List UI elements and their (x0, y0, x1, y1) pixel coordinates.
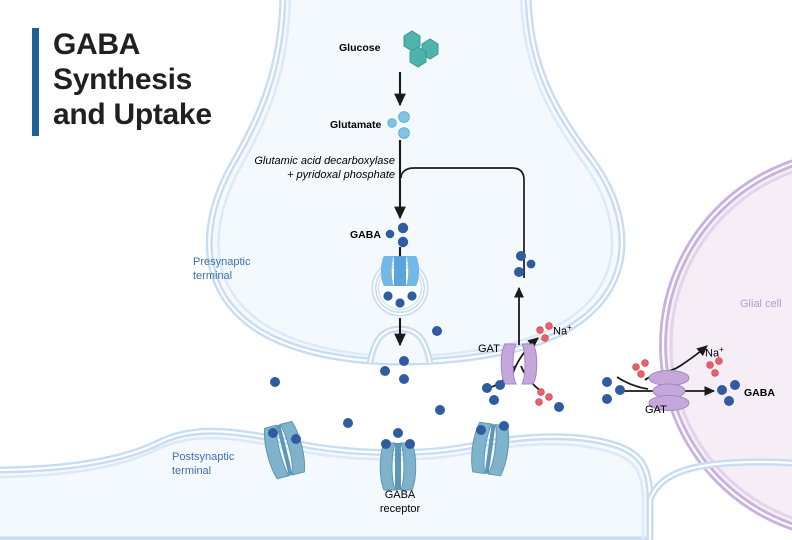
sodium-glial-inside-group (706, 357, 723, 377)
label-glial-cell: Glial cell (740, 298, 782, 310)
sodium-charge-superscript: + (567, 323, 572, 332)
gaba-dot (554, 402, 564, 412)
gaba-cleft-scatter-group (270, 326, 564, 438)
gat-transporter-glial-icon (648, 370, 690, 411)
arrow-glial-na-source (616, 376, 649, 390)
gaba-dot (343, 418, 353, 428)
gaba-dot (435, 405, 445, 415)
gaba-dot (432, 326, 442, 336)
gaba-receptor-left (263, 420, 306, 480)
gaba-dot (399, 356, 409, 366)
glial-cell-membrane-inner-line (661, 162, 792, 528)
label-sodium-glial: Na+ (705, 345, 724, 360)
vesicle-gaba-dot (407, 291, 417, 301)
gaba-receptor-center (379, 442, 417, 491)
sodium-cleft-group (535, 388, 553, 406)
glial-cell-membrane-highlight (669, 170, 792, 520)
label-gaba-glial: GABA (744, 387, 775, 399)
gaba-cleft-left-group (482, 380, 505, 405)
glutamate-molecule-group (387, 111, 410, 139)
vesicle-gaba-dot (395, 298, 405, 308)
glucose-molecule-group (403, 30, 439, 68)
label-gat-presynaptic: GAT (478, 343, 500, 355)
gaba-bound-dot (291, 434, 301, 444)
label-gaba-receptor: GABA receptor (379, 489, 421, 515)
label-glutamate: Glutamate (330, 119, 382, 131)
postsynaptic-membrane-path (0, 430, 652, 540)
sodium-glial-outside-group (632, 359, 649, 378)
arrow-gaba-recycle-path (400, 167, 525, 278)
label-glucose: Glucose (339, 42, 381, 54)
gaba-dot (399, 374, 409, 384)
gaba-bound-dot (381, 439, 391, 449)
title-accent-bar (32, 28, 39, 136)
label-postsynaptic-terminal: Postsynaptic terminal (172, 451, 235, 477)
label-gat-glial: GAT (645, 404, 667, 416)
label-enzyme: Glutamic acid decarboxylase + pyridoxal … (254, 155, 395, 181)
gaba-glial-approach-group (602, 377, 625, 404)
gat-transporter-presynaptic-icon (500, 343, 538, 385)
gaba-bound-dot (499, 421, 509, 431)
postsynaptic-membrane-right-inner (648, 460, 792, 501)
gaba-bound-dot (476, 425, 486, 435)
gaba-recycled-group (514, 251, 536, 277)
sodium-presynaptic-out-group (536, 322, 553, 342)
vesicular-gaba-transporter-icon (381, 256, 419, 286)
gaba-bound-dot (405, 439, 415, 449)
title-text: GABA Synthesis and Uptake (53, 28, 212, 131)
gaba-dot (393, 428, 403, 438)
vesicle-gaba-dot (383, 291, 393, 301)
gaba-bound-dot (268, 428, 278, 438)
gaba-glial-inside-group (717, 380, 740, 406)
sodium-charge-superscript: + (719, 345, 724, 354)
label-gaba-presynaptic: GABA (350, 229, 381, 241)
synaptic-vesicle (371, 256, 429, 317)
gaba-dot (270, 377, 280, 387)
gaba-presynaptic-group (385, 222, 409, 248)
page-title: GABA Synthesis and Uptake (32, 28, 212, 136)
gaba-receptor-right (471, 421, 510, 477)
gaba-dot (380, 366, 390, 376)
postsynaptic-membrane-highlight (0, 436, 645, 540)
label-sodium-presynaptic: Na+ (553, 323, 572, 338)
label-presynaptic-terminal: Presynaptic terminal (193, 256, 251, 282)
